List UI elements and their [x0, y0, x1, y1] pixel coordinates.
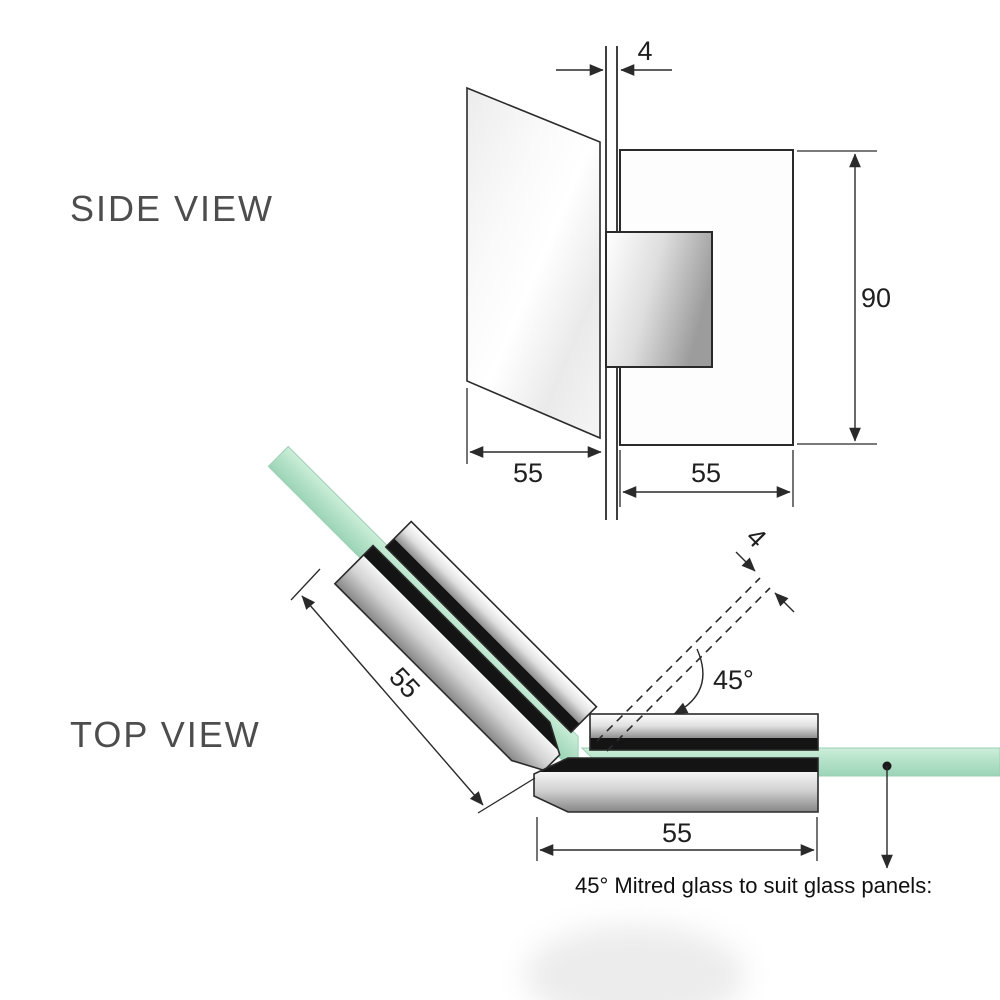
- diag-width-dim-line: [301, 595, 484, 806]
- horizontal-inner-plate-outline: [589, 713, 819, 751]
- side-view-label: SIDE VIEW: [70, 188, 274, 229]
- angle-arc-arrow: [673, 648, 704, 715]
- horizontal-outer-plate-outline: [533, 757, 819, 813]
- glass-width-dim-value: 55: [513, 458, 543, 488]
- angle-dimension: 45°: [673, 648, 754, 715]
- diagonal-assembly: [267, 445, 598, 778]
- height-dim-value: 90: [861, 283, 891, 313]
- horizontal-inner-plate-seal: [590, 738, 818, 750]
- glass-thickness-dimension: 4: [556, 36, 672, 76]
- horiz-width-dim-value: 55: [662, 818, 692, 848]
- gap-arrow-lower: [774, 592, 795, 613]
- gap-dimension: 4: [735, 522, 795, 613]
- angle-dim-value: 45°: [713, 665, 754, 695]
- diag-width-ext-lower: [477, 777, 536, 814]
- gap-arrow-upper: [735, 551, 756, 572]
- plate-width-dimension: 55: [619, 450, 794, 507]
- plate-width-dim-value: 55: [691, 458, 721, 488]
- horizontal-outer-plate-seal: [538, 758, 818, 772]
- hinge-height-dimension: 90: [797, 150, 891, 445]
- hinge-front-plate: [605, 231, 713, 368]
- horizontal-width-dimension: 55: [536, 817, 818, 861]
- top-view: TOP VIEW 4: [70, 445, 1000, 1000]
- top-view-label: TOP VIEW: [70, 714, 261, 755]
- gap-dim-value: 4: [740, 522, 772, 554]
- side-glass-panel: [466, 86, 601, 440]
- side-view: SIDE VIEW 4 90 55: [70, 36, 891, 520]
- glass-width-dimension: 55: [466, 388, 602, 488]
- shadow-artifact: [525, 925, 745, 1000]
- horizontal-inner-plate: [590, 714, 818, 738]
- diag-width-ext-upper: [290, 568, 321, 601]
- horizontal-outer-plate: [534, 772, 818, 812]
- diagonal-inner-plate: [394, 521, 597, 724]
- thickness-dim-value: 4: [637, 36, 652, 66]
- mitre-dashed-line-1: [596, 577, 761, 742]
- mitre-dashed-line-2: [606, 587, 771, 752]
- horizontal-assembly: [533, 713, 1000, 813]
- mitre-note: 45° Mitred glass to suit glass panels:: [575, 873, 932, 898]
